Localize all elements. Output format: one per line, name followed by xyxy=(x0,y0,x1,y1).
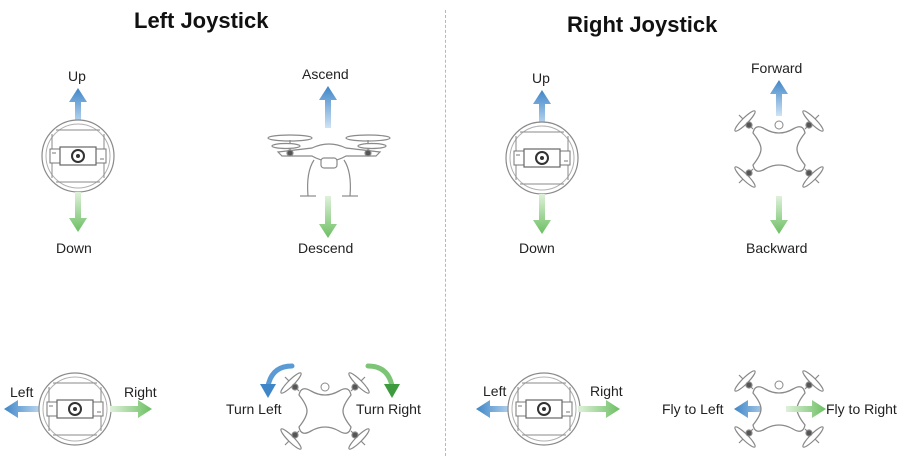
down-arrow-icon xyxy=(533,194,551,234)
panel-divider xyxy=(445,10,446,456)
joystick-icon-right-pitch xyxy=(505,121,579,195)
right-panel-title: Right Joystick xyxy=(567,12,718,37)
left-arrow-icon xyxy=(476,400,518,418)
joystick-icon-right-roll xyxy=(507,372,581,446)
turn-right-arrow-icon xyxy=(365,363,400,398)
label-turn-left: Turn Left xyxy=(226,401,282,417)
left-arrow-icon xyxy=(4,400,46,418)
label-turn-right: Turn Right xyxy=(356,401,421,417)
drone-top-icon-pitch xyxy=(732,108,826,190)
label-left-right: Left xyxy=(483,383,507,399)
up-arrow-icon xyxy=(69,88,87,128)
joystick-icon-left-throttle xyxy=(41,119,115,193)
label-down-left: Down xyxy=(56,240,92,256)
right-arrow-icon xyxy=(110,400,152,418)
fly-left-arrow-icon xyxy=(734,400,774,418)
label-fly-right: Fly to Right xyxy=(826,401,897,417)
descend-arrow-icon xyxy=(319,196,337,238)
down-arrow-icon xyxy=(69,192,87,232)
backward-arrow-icon xyxy=(770,196,788,234)
up-arrow-icon xyxy=(533,90,551,130)
label-backward: Backward xyxy=(746,240,808,256)
label-forward: Forward xyxy=(751,60,803,76)
forward-arrow-icon xyxy=(770,80,788,116)
label-up-left: Up xyxy=(68,68,86,84)
right-arrow-icon xyxy=(578,400,620,418)
ascend-arrow-icon xyxy=(319,86,337,128)
drone-side-icon xyxy=(267,134,391,197)
left-panel-title: Left Joystick xyxy=(134,8,269,33)
label-fly-left: Fly to Left xyxy=(662,401,724,417)
label-right-right: Right xyxy=(590,383,623,399)
fly-right-arrow-icon xyxy=(786,400,826,418)
label-descend: Descend xyxy=(298,240,354,256)
joystick-icon-left-yaw xyxy=(38,372,112,446)
label-left-left: Left xyxy=(10,384,34,400)
label-ascend: Ascend xyxy=(302,66,349,82)
turn-left-arrow-icon xyxy=(260,363,295,398)
label-up-right: Up xyxy=(532,70,550,86)
label-right-left: Right xyxy=(124,384,157,400)
label-down-right: Down xyxy=(519,240,555,256)
